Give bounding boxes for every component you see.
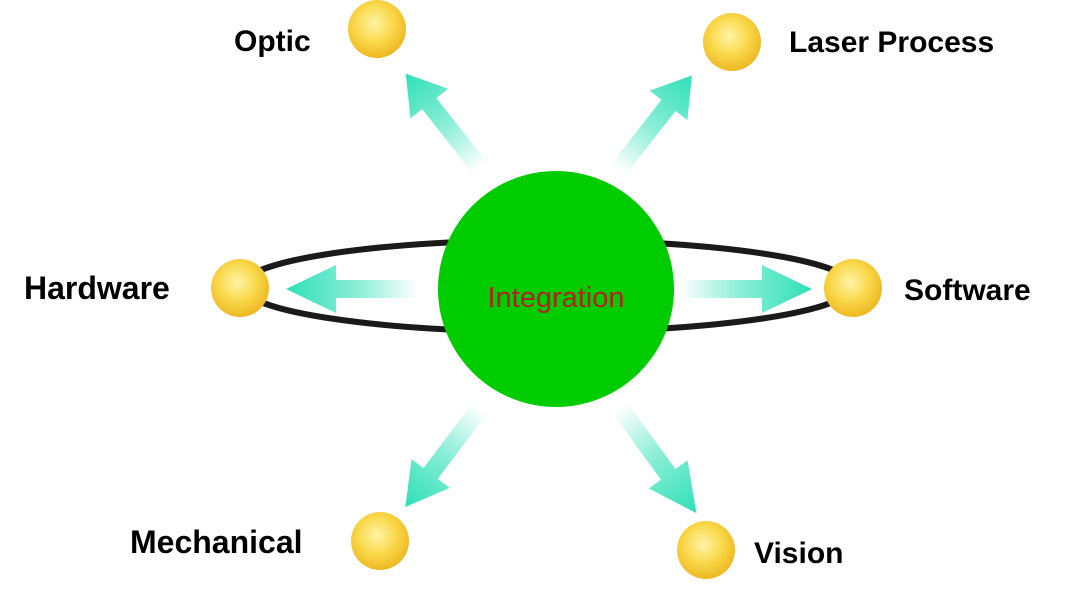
arrow-to-optic xyxy=(405,73,488,174)
node-hardware xyxy=(211,259,269,317)
node-laser-process xyxy=(703,13,761,71)
node-mechanical xyxy=(351,512,409,570)
center-node xyxy=(438,171,674,407)
arrow-to-software xyxy=(680,265,812,313)
node-optic xyxy=(348,0,406,58)
label-software: Software xyxy=(904,274,1031,307)
label-optic: Optic xyxy=(234,25,311,58)
arrow-to-mechanical xyxy=(405,402,488,508)
arrow-to-hardware xyxy=(286,265,418,313)
node-software xyxy=(824,259,882,317)
label-hardware: Hardware xyxy=(24,270,170,306)
arrow-to-vision xyxy=(612,402,697,514)
node-vision xyxy=(677,521,735,579)
label-laser-process: Laser Process xyxy=(789,26,994,59)
center-label: Integration xyxy=(487,282,624,314)
arrow-to-laser-process xyxy=(610,75,692,176)
label-vision: Vision xyxy=(754,537,843,570)
label-mechanical: Mechanical xyxy=(130,524,303,560)
